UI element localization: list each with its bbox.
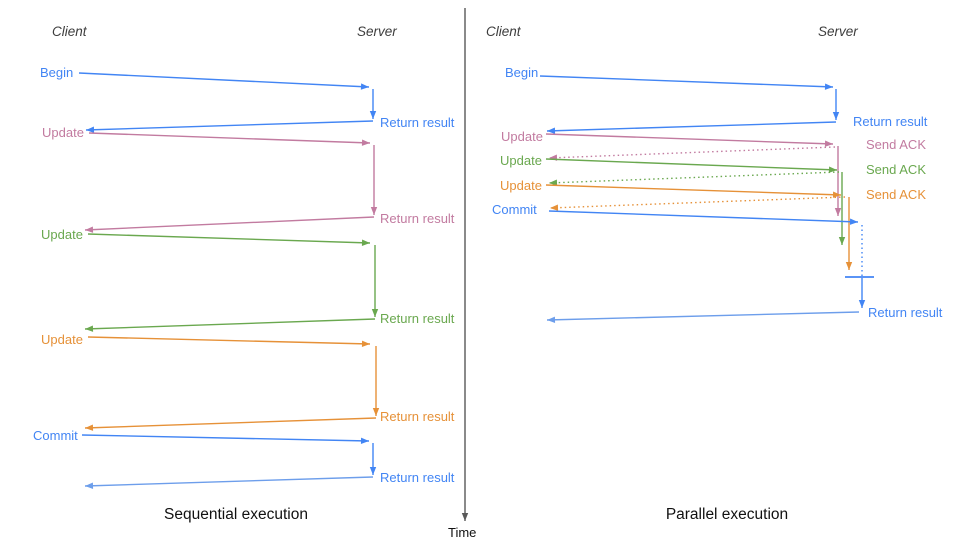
seq-begin-send-arrowhead	[360, 83, 369, 90]
seq-begin-send-line	[78, 72, 370, 88]
time-axis-label: Time	[448, 525, 476, 540]
time-axis-arrowhead	[461, 513, 469, 521]
seq-msg-commit: Commit	[33, 428, 78, 443]
seq-msg-begin: Begin	[40, 65, 73, 80]
seq-server-heading: Server	[357, 24, 397, 39]
seq-commit-send-arrowhead	[360, 437, 369, 445]
par-update-3-ack-line	[549, 196, 846, 209]
par-update-1-send-line	[545, 133, 834, 145]
par-begin-send-line	[539, 75, 834, 88]
parallel-caption: Parallel execution	[666, 506, 788, 523]
seq-return-result-4: Return result	[380, 409, 455, 424]
par-return-result-bottom: Return result	[868, 305, 943, 320]
par-update-3-process-arrowhead	[845, 262, 853, 270]
seq-return-result-1: Return result	[380, 115, 455, 130]
par-update-3-send-line	[545, 184, 842, 196]
seq-update-1-return-arrowhead	[85, 226, 94, 233]
seq-commit-send-line	[81, 434, 370, 442]
par-commit-process-arrowhead	[858, 300, 866, 308]
seq-return-result-5: Return result	[380, 470, 455, 485]
seq-update-2-send-arrowhead	[361, 239, 370, 246]
seq-update-3-return-arrowhead	[85, 424, 94, 431]
seq-update-3-return-line	[84, 417, 377, 429]
par-server-heading: Server	[818, 24, 858, 39]
seq-update-1-send-line	[88, 132, 371, 144]
par-commit-send-arrowhead	[849, 218, 858, 225]
par-send-ack-3: Send ACK	[866, 187, 926, 202]
par-commit-return-arrowhead	[547, 316, 556, 323]
seq-begin-process-arrowhead	[369, 111, 377, 119]
par-begin-return-line	[546, 121, 837, 132]
seq-msg-update-2: Update	[41, 227, 83, 242]
seq-update-1-return-line	[84, 216, 375, 231]
par-update-3-ack-arrowhead	[550, 204, 559, 211]
seq-update-1-send-arrowhead	[361, 139, 370, 146]
seq-update-3-process-arrowhead	[372, 408, 380, 416]
seq-update-3-send-arrowhead	[361, 340, 370, 348]
sequential-caption: Sequential execution	[164, 506, 308, 523]
par-update-3-send-arrowhead	[832, 191, 841, 198]
par-begin-process-arrowhead	[832, 112, 840, 120]
par-return-result-top: Return result	[853, 114, 928, 129]
seq-update-2-process-arrowhead	[371, 309, 379, 317]
par-commit-send-line	[548, 210, 859, 223]
seq-begin-return-line	[85, 120, 374, 131]
par-msg-update-3: Update	[500, 178, 542, 193]
par-update-2-send-line	[545, 158, 838, 171]
seq-return-result-3: Return result	[380, 311, 455, 326]
seq-commit-return-line	[84, 476, 374, 487]
par-update-1-ack-line	[548, 146, 836, 159]
par-commit-return-line	[546, 311, 860, 321]
par-update-2-ack-arrowhead	[549, 179, 558, 186]
seq-update-3-send-line	[87, 336, 371, 345]
seq-commit-return-arrowhead	[85, 482, 94, 489]
seq-update-2-return-arrowhead	[85, 325, 94, 332]
par-msg-commit: Commit	[492, 202, 537, 217]
par-update-2-send-arrowhead	[828, 166, 837, 173]
seq-commit-process-arrowhead	[369, 467, 377, 475]
seq-update-2-send-line	[87, 233, 371, 244]
par-update-2-ack-line	[548, 171, 840, 184]
par-msg-begin: Begin	[505, 65, 538, 80]
seq-msg-update-1: Update	[42, 125, 84, 140]
par-update-2-process-arrowhead	[838, 237, 846, 245]
seq-return-result-2: Return result	[380, 211, 455, 226]
par-update-1-send-arrowhead	[824, 140, 833, 147]
par-update-1-process-arrowhead	[834, 208, 842, 216]
seq-begin-return-arrowhead	[86, 126, 95, 133]
par-send-ack-1: Send ACK	[866, 137, 926, 152]
par-begin-send-arrowhead	[824, 83, 833, 90]
par-send-ack-2: Send ACK	[866, 162, 926, 177]
par-begin-return-arrowhead	[547, 127, 556, 134]
seq-msg-update-3: Update	[41, 332, 83, 347]
seq-update-2-return-line	[84, 318, 376, 330]
par-msg-update-2: Update	[500, 153, 542, 168]
seq-client-heading: Client	[52, 24, 88, 39]
seq-update-1-process-arrowhead	[370, 207, 378, 215]
par-msg-update-1: Update	[501, 129, 543, 144]
par-client-heading: Client	[486, 24, 522, 39]
